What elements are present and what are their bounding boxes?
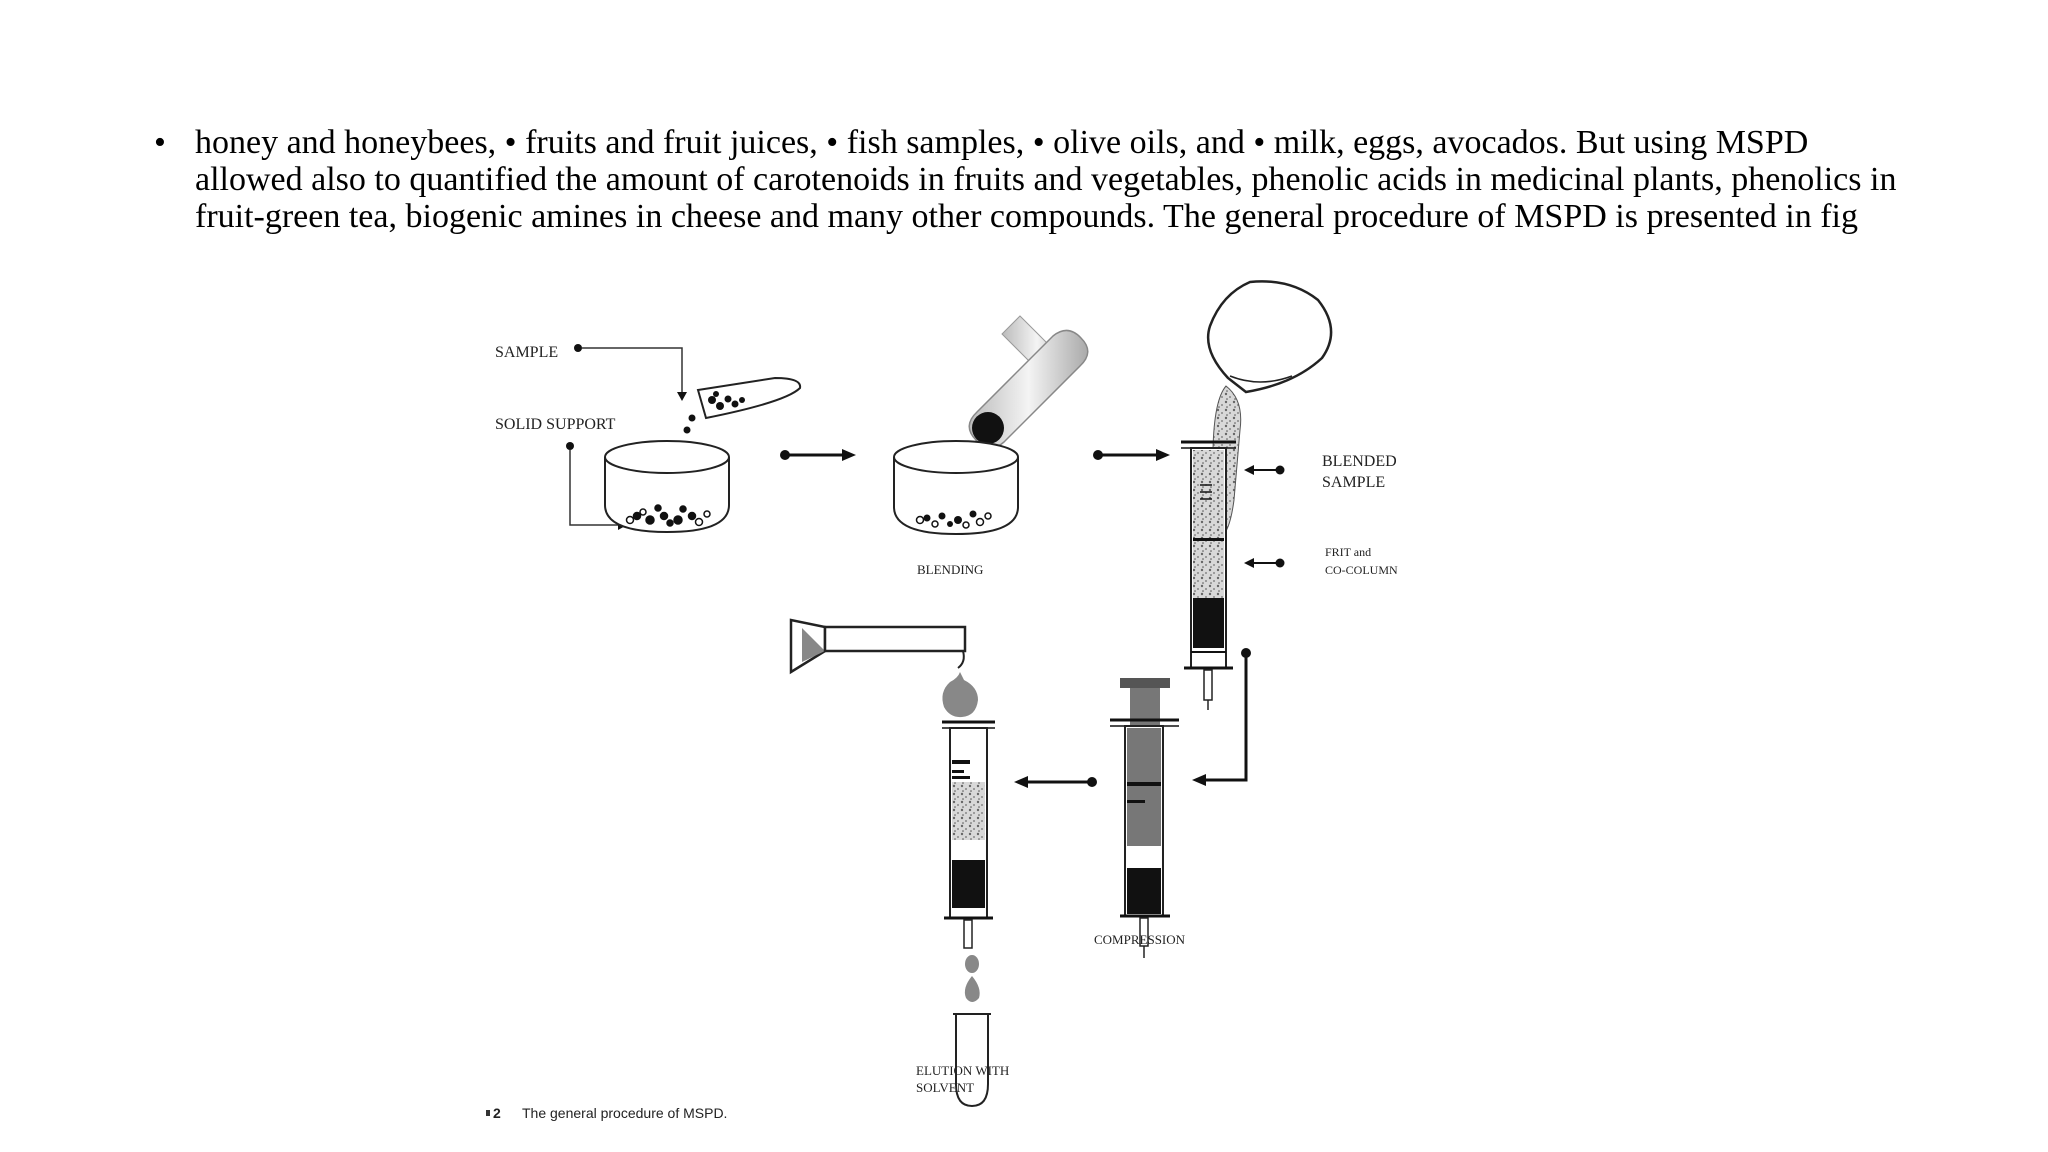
elution-step: ELUTION WITH SOLVENT xyxy=(789,618,1009,1108)
mspd-procedure-diagram: SAMPLE SOLID SUPPORT xyxy=(486,280,1398,1121)
sample-leader-line xyxy=(582,347,683,392)
tilted-dish xyxy=(1206,280,1333,394)
blending-step: BLENDING xyxy=(893,315,1089,577)
transfer-step: BLENDED SAMPLE FRIT and CO-COLUMN xyxy=(1181,280,1398,710)
sample-spatula xyxy=(696,376,802,420)
elution-drop xyxy=(964,976,980,1002)
label-sample: SAMPLE xyxy=(495,344,558,361)
label-elution-line2: SOLVENT xyxy=(916,1080,974,1095)
sample-arrowhead xyxy=(677,392,687,401)
caption-number: 2 xyxy=(493,1105,501,1121)
flow-arrow-1 xyxy=(780,449,856,461)
syringe-column-3 xyxy=(942,720,995,949)
label-compression: COMPRESSION xyxy=(1094,932,1186,947)
mortar-dish-1 xyxy=(604,440,730,534)
solvent-funnel xyxy=(789,618,967,675)
caption-text: The general procedure of MSPD. xyxy=(522,1105,727,1121)
syringe-column-2 xyxy=(1110,678,1179,958)
falling-particle xyxy=(683,426,691,434)
collection-vial xyxy=(955,1013,989,1108)
bullet-list: • honey and honeybees, • fruits and frui… xyxy=(150,124,1910,235)
flow-arrow-3 xyxy=(1192,648,1251,786)
label-frit-line2: CO-COLUMN xyxy=(1325,563,1398,577)
bullet-marker: • xyxy=(154,124,166,161)
pestle xyxy=(968,315,1089,450)
label-blending: BLENDING xyxy=(917,562,983,577)
label-frit-line1: FRIT and xyxy=(1325,545,1371,559)
flow-arrow-2 xyxy=(1093,449,1170,461)
support-leader-line xyxy=(569,450,618,526)
frit-callout: FRIT and CO-COLUMN xyxy=(1244,545,1398,577)
mortar-dish-2 xyxy=(893,440,1019,536)
figure-caption: 2 The general procedure of MSPD. xyxy=(486,1105,727,1121)
label-blended-line2: SAMPLE xyxy=(1322,474,1385,491)
elution-drop xyxy=(965,955,979,973)
solvent-drop xyxy=(942,672,978,718)
label-blended-line1: BLENDED xyxy=(1322,453,1397,470)
syringe-column-1 xyxy=(1181,440,1236,710)
sample-and-support-step: SAMPLE SOLID SUPPORT xyxy=(495,344,802,534)
falling-particle xyxy=(688,414,696,422)
sample-pointer-dot xyxy=(574,344,582,352)
label-solid-support: SOLID SUPPORT xyxy=(495,416,616,433)
compression-step: COMPRESSION xyxy=(1094,678,1186,958)
support-pointer-dot xyxy=(566,442,574,450)
label-elution-line1: ELUTION WITH xyxy=(916,1063,1009,1078)
bullet-text: honey and honeybees, • fruits and fruit … xyxy=(195,124,1897,235)
bullet-item: • honey and honeybees, • fruits and frui… xyxy=(150,124,1910,235)
blended-sample-callout: BLENDED SAMPLE xyxy=(1244,453,1397,491)
flow-arrow-4 xyxy=(1014,776,1097,788)
